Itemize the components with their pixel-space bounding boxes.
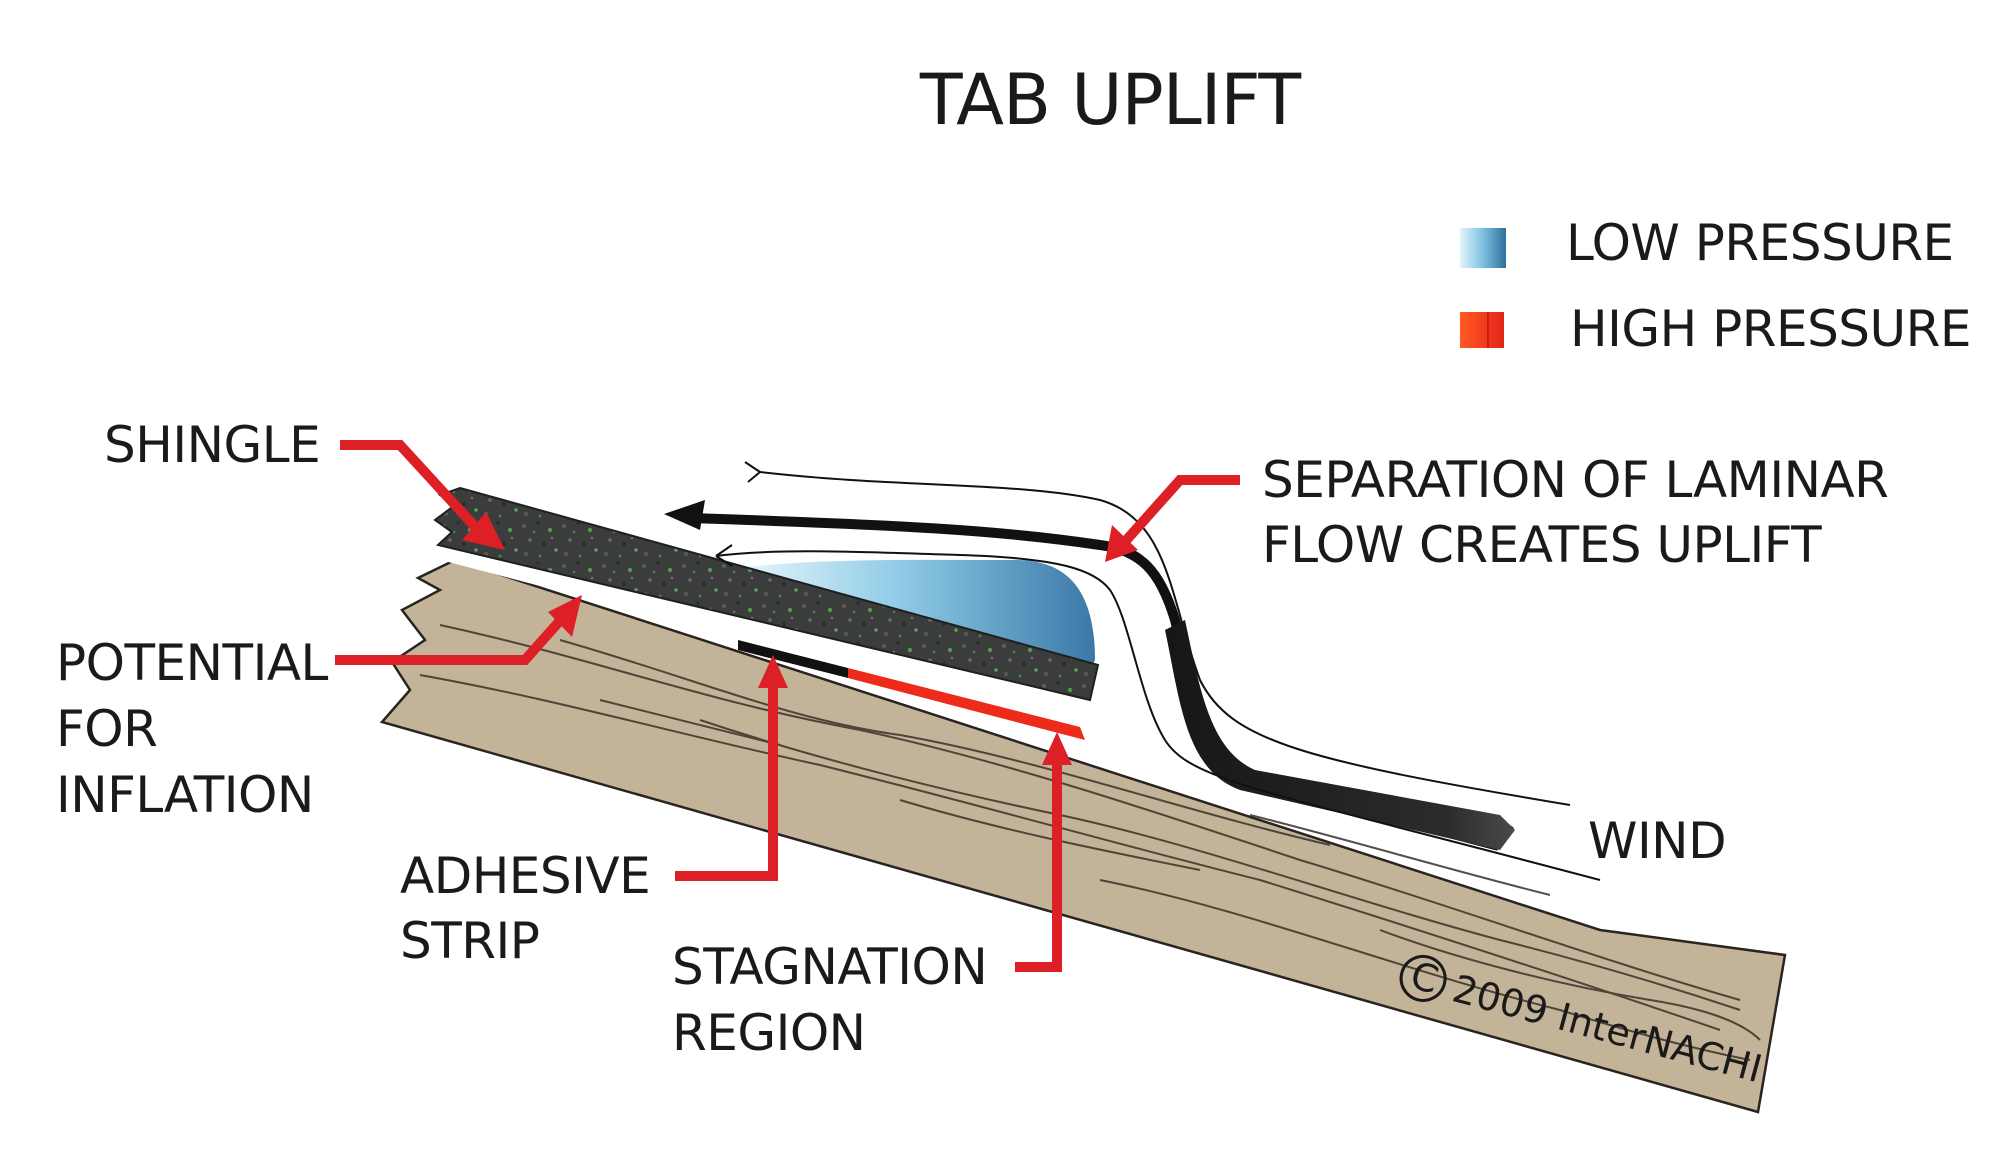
flow-arrow-main-icon (664, 500, 705, 530)
flow-line-outer (759, 471, 1571, 806)
label-for: FOR (56, 700, 157, 758)
flow-arrow-outer-icon (744, 461, 761, 483)
leader-stagnation (1015, 745, 1062, 972)
legend-swatch-high-pressure (1460, 312, 1504, 348)
label-separation-line2: FLOW CREATES UPLIFT (1262, 516, 1822, 574)
diagram-title: TAB UPLIFT (919, 59, 1302, 141)
label-region: REGION (672, 1004, 866, 1062)
leader-shingle (340, 440, 482, 534)
label-strip: STRIP (400, 912, 539, 970)
label-inflation: INFLATION (56, 766, 314, 824)
arrowhead-stagnation-icon (1042, 732, 1072, 765)
leader-separation (1118, 475, 1240, 549)
leader-arrowheads (462, 512, 1138, 765)
leader-potential-inflation (335, 611, 569, 665)
airflow (664, 461, 1601, 881)
label-shingle: SHINGLE (104, 416, 320, 474)
copyright-icon (1399, 954, 1447, 1002)
label-potential: POTENTIAL (56, 634, 329, 692)
legend-label-low-pressure: LOW PRESSURE (1566, 214, 1954, 272)
legend-label-high-pressure: HIGH PRESSURE (1570, 300, 1971, 358)
stagnation-region (848, 668, 1085, 740)
arrowhead-separation-icon (1105, 525, 1138, 562)
flow-line-inner (715, 550, 1601, 881)
legend: LOW PRESSURE HIGH PRESSURE (1460, 214, 1971, 358)
leader-adhesive (675, 668, 778, 881)
flow-arrow-inner-icon (715, 544, 733, 567)
label-adhesive: ADHESIVE (400, 847, 650, 905)
legend-swatch-low-pressure (1460, 228, 1506, 268)
arrowhead-shingle-icon (462, 512, 505, 550)
adhesive-strip (738, 640, 848, 678)
leader-lines (335, 440, 1240, 972)
label-stagnation: STAGNATION (672, 938, 987, 996)
arrowhead-inflation-icon (548, 595, 582, 637)
label-wind: WIND (1588, 812, 1726, 870)
label-separation-line1: SEPARATION OF LAMINAR (1262, 451, 1888, 509)
arrowhead-adhesive-icon (758, 655, 788, 688)
